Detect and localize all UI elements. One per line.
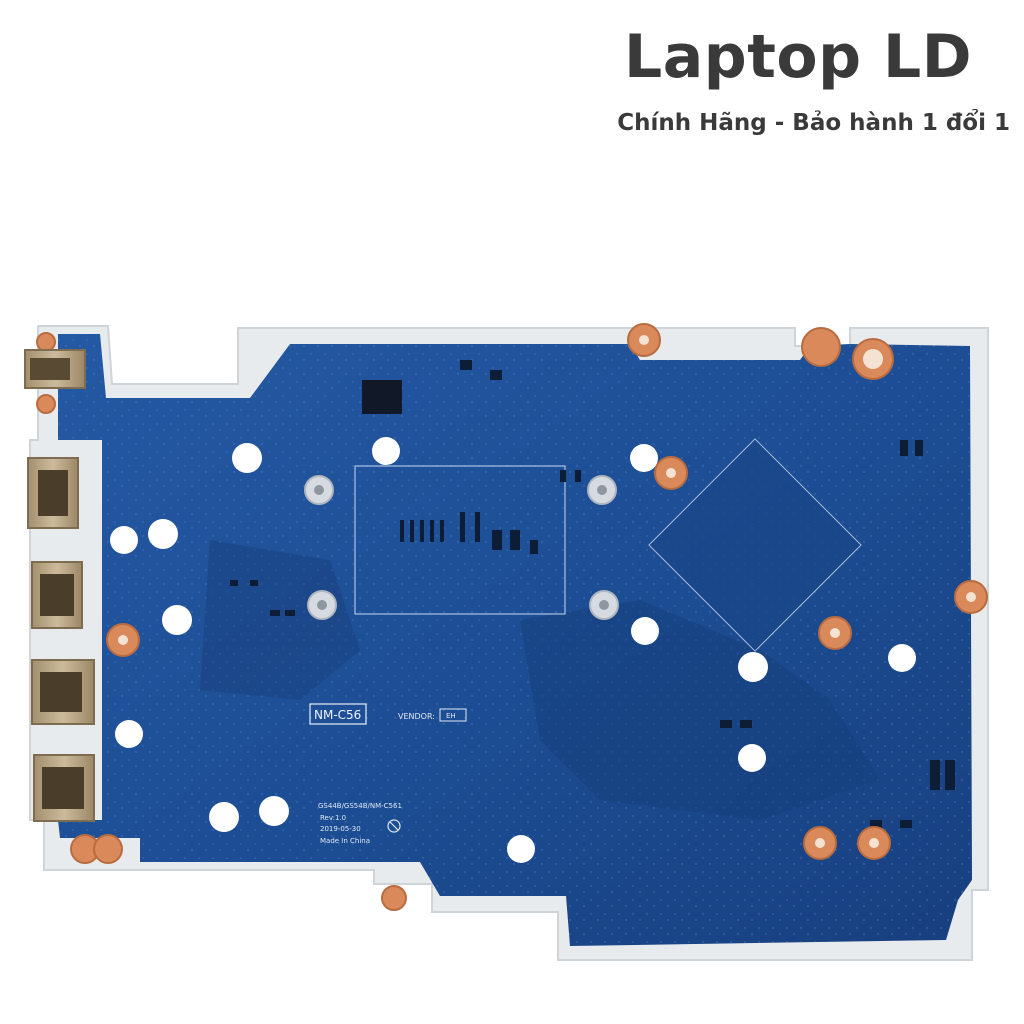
trace-region bbox=[200, 540, 360, 700]
bga-chip bbox=[362, 380, 402, 414]
part-numbers: GS44B/GS54B/NM-C561 bbox=[318, 802, 402, 810]
vendor-value: EH bbox=[446, 712, 456, 720]
usb-port-3 bbox=[33, 754, 95, 822]
screw-posts bbox=[304, 475, 619, 620]
hdmi-port bbox=[27, 457, 79, 529]
manufacture-date: 2019-05-30 bbox=[320, 825, 361, 833]
no-symbol-icon bbox=[387, 819, 401, 833]
hole-centers bbox=[118, 335, 976, 848]
audio-jack bbox=[24, 349, 86, 389]
brand-tagline: Chính Hãng - Bảo hành 1 đổi 1 bbox=[617, 110, 1010, 136]
model-label: NM-C56 bbox=[314, 708, 361, 722]
usb-port-2 bbox=[31, 659, 95, 725]
white-dots bbox=[110, 437, 916, 863]
revision: Rev:1.0 bbox=[320, 814, 346, 822]
chip-outline bbox=[354, 465, 566, 615]
trace-region bbox=[520, 600, 880, 820]
components bbox=[230, 360, 955, 828]
origin: Made In China bbox=[320, 837, 370, 845]
vendor-label: VENDOR: bbox=[398, 712, 435, 721]
model-label-box bbox=[309, 703, 367, 725]
vendor-box bbox=[439, 708, 467, 722]
usb-port-1 bbox=[31, 561, 83, 629]
cpu-area bbox=[648, 438, 862, 652]
brand-title: Laptop LD bbox=[624, 22, 972, 92]
